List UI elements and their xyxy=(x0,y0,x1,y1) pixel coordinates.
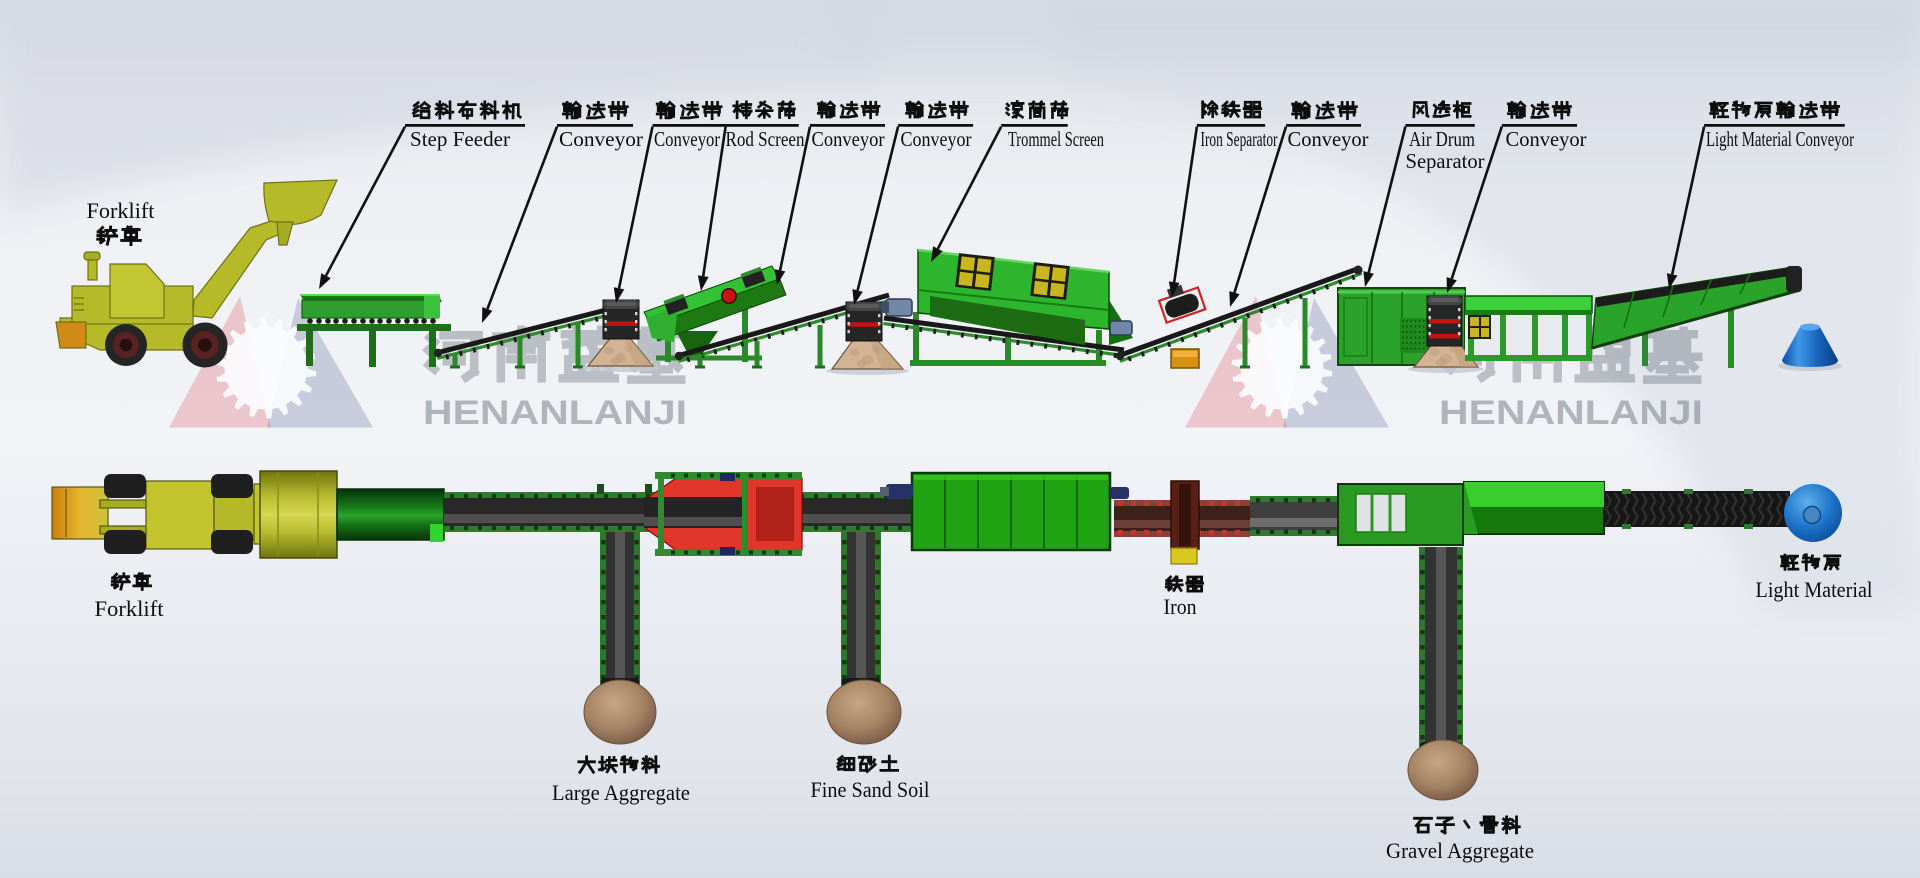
svg-text:Iron Separator: Iron Separator xyxy=(1201,127,1278,151)
svg-text:Conveyor: Conveyor xyxy=(654,127,720,151)
svg-text:Conveyor: Conveyor xyxy=(901,127,972,151)
svg-text:Conveyor: Conveyor xyxy=(812,127,885,151)
svg-text:Conveyor: Conveyor xyxy=(559,127,643,151)
svg-text:Conveyor: Conveyor xyxy=(1288,127,1369,151)
svg-text:Rod Screen: Rod Screen xyxy=(726,127,805,151)
svg-text:Step Feeder: Step Feeder xyxy=(410,127,510,151)
svg-text:Separator: Separator xyxy=(1406,149,1485,173)
svg-text:Trommel Screen: Trommel Screen xyxy=(1008,127,1104,151)
svg-text:Forklift: Forklift xyxy=(87,198,155,223)
svg-text:HENANLANJI: HENANLANJI xyxy=(423,394,687,432)
svg-text:Light Material: Light Material xyxy=(1756,577,1873,602)
svg-text:Iron: Iron xyxy=(1164,594,1197,619)
svg-text:Light Material Conveyor: Light Material Conveyor xyxy=(1706,127,1854,151)
svg-text:Large Aggregate: Large Aggregate xyxy=(552,780,690,805)
svg-text:Gravel Aggregate: Gravel Aggregate xyxy=(1386,838,1534,863)
svg-text:Fine Sand Soil: Fine Sand Soil xyxy=(811,777,930,802)
svg-text:HENANLANJI: HENANLANJI xyxy=(1439,394,1703,432)
svg-text:Conveyor: Conveyor xyxy=(1506,127,1587,151)
svg-text:Forklift: Forklift xyxy=(95,596,164,621)
svg-text:Air Drum: Air Drum xyxy=(1409,127,1475,151)
